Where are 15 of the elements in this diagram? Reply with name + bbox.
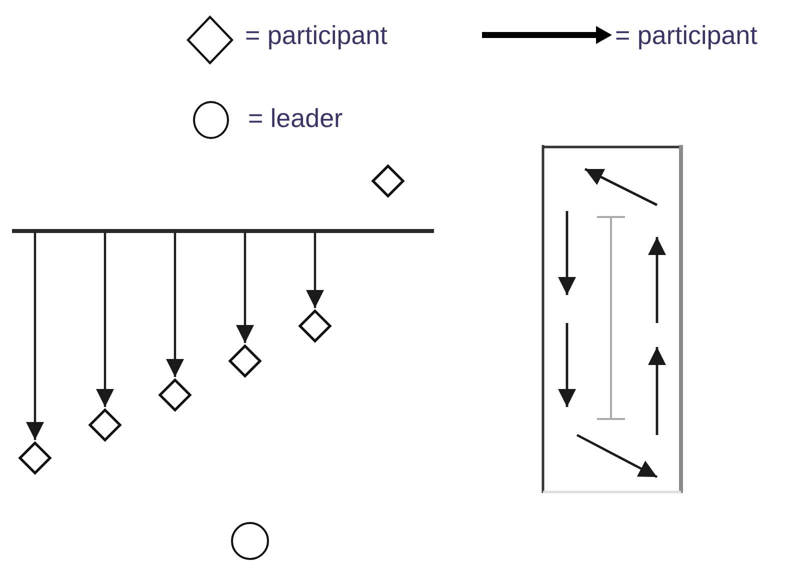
legend-text: = leader (248, 105, 343, 131)
arrow (236, 233, 254, 343)
arrow (166, 233, 184, 377)
leader-circle (231, 522, 269, 560)
legend-text: = participant (615, 22, 758, 48)
participant-diamond (298, 309, 332, 343)
arrow (26, 233, 44, 440)
arrow (96, 233, 114, 407)
legend-text: = participant (245, 22, 388, 48)
participant-diamond (158, 378, 192, 412)
arrow (306, 233, 324, 308)
participant-diamond (228, 344, 262, 378)
participant-diamond (371, 164, 405, 198)
participant-diamond (18, 441, 52, 475)
participant-diamond (88, 408, 122, 442)
